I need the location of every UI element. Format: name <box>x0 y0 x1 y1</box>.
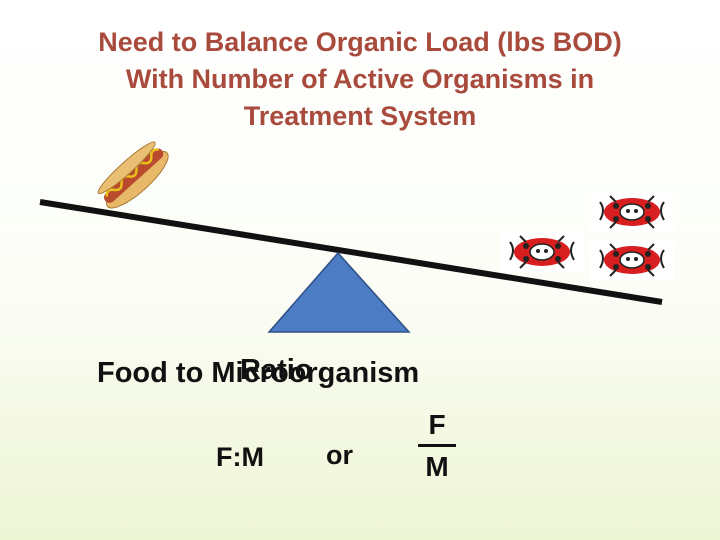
title-line-2: With Number of Active Organisms in <box>125 64 595 94</box>
ratio-overlap-text: Ratio <box>240 354 313 386</box>
microorganism-icon <box>590 240 674 280</box>
microorganism-icon <box>590 192 674 232</box>
title-line-1: Need to Balance Organic Load (lbs BOD) <box>98 27 622 57</box>
microorganism-icon <box>500 232 584 272</box>
fraction-denominator: M <box>425 451 449 482</box>
balance-beam <box>39 199 663 305</box>
fraction-bar <box>418 444 456 447</box>
slide-title: Need to Balance Organic Load (lbs BOD) W… <box>0 24 720 135</box>
fraction-numerator: F <box>428 409 446 440</box>
fulcrum-triangle <box>267 251 411 333</box>
title-line-3: Treatment System <box>243 101 477 131</box>
fm-fraction: F M <box>414 408 460 484</box>
hotdog-icon <box>97 141 169 209</box>
ratio-label: Food to Microorganism Ratio <box>97 354 420 390</box>
ratio-label-text: Food to Microorganism <box>97 357 420 389</box>
or-label: or <box>326 440 353 470</box>
fm-label: F:M <box>216 442 264 472</box>
